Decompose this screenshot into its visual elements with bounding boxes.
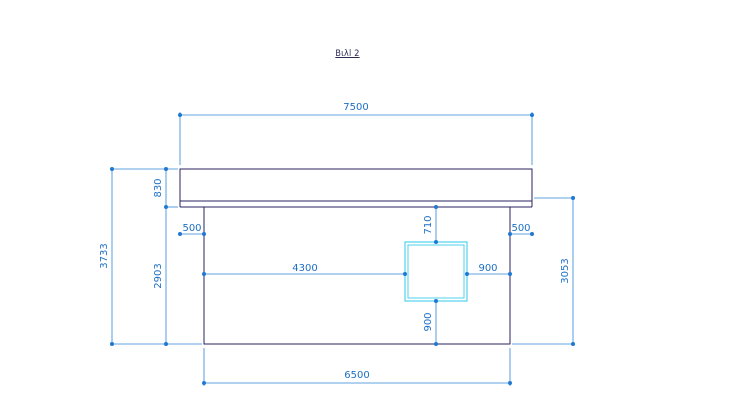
drawing-title: Βιλl 2 (335, 49, 360, 59)
dim-total-height-label: 3733 (99, 243, 110, 268)
dimension-wall-height: 2903 (153, 207, 168, 346)
dim-overall-width-label: 7500 (343, 102, 368, 113)
dim-wall-height-label: 2903 (153, 263, 164, 288)
dimension-left-offset: 500 (178, 223, 206, 236)
dimension-overall-width: 7500 (178, 102, 534, 117)
dimension-opening-to-right: 900 (465, 263, 512, 276)
dimension-cap-height: 830 (153, 167, 168, 209)
structure (179, 168, 533, 345)
dimension-right-offset: 500 (508, 223, 534, 236)
window-opening-inner (407, 244, 465, 299)
cap-beam-outline (179, 168, 533, 202)
window-opening (404, 241, 468, 302)
dim-opening-to-bottom-label: 900 (423, 312, 434, 331)
dim-right-offset-label: 500 (511, 223, 530, 234)
dim-opening-to-left-label: 4300 (292, 263, 317, 274)
dimension-opening-top-gap: 710 (423, 205, 438, 244)
dim-opening-to-right-label: 900 (478, 263, 497, 274)
dimension-base-width: 6500 (202, 370, 512, 385)
dim-cap-height-label: 830 (153, 178, 164, 197)
dimension-opening-to-bottom: 900 (423, 299, 438, 346)
dim-right-height-label: 3053 (560, 258, 571, 283)
dimension-opening-to-left: 4300 (202, 263, 407, 276)
dim-base-width-label: 6500 (344, 370, 369, 381)
extension-lines (110, 112, 575, 386)
dim-left-offset-label: 500 (182, 223, 201, 234)
dimension-total-height: 3733 (99, 167, 114, 346)
dim-opening-top-gap-label: 710 (423, 215, 434, 234)
dimension-right-height: 3053 (560, 196, 575, 346)
window-opening-outer (404, 241, 468, 302)
